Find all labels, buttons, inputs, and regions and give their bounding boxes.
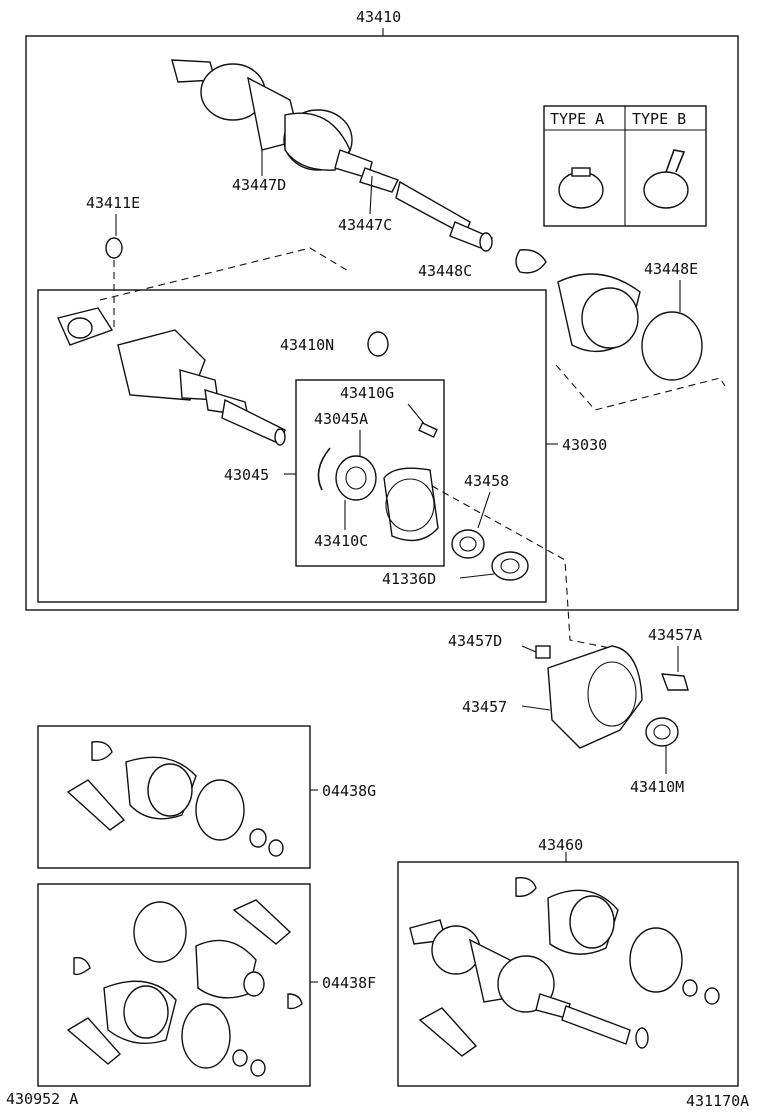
snap-ring-43045-icon (317, 447, 331, 491)
label-04438G: 04438G (322, 782, 376, 800)
kit-43460-parts (409, 877, 720, 1057)
pin-43410G-icon (418, 422, 438, 438)
kit-04438F-frame (37, 883, 311, 1087)
bearing-43045A-icon (335, 455, 377, 501)
bracket-43457-icon (547, 645, 643, 749)
label-43457D: 43457D (448, 632, 502, 650)
bolt-43457D-icon (535, 645, 551, 659)
label-43448E: 43448E (644, 260, 698, 278)
footer-right-code: 431170A (686, 1092, 749, 1110)
kit-04438G-parts (66, 741, 284, 857)
bolt-43457A-icon (660, 673, 689, 691)
type-a-header: TYPE A (550, 110, 604, 128)
outer-shaft-assembly (171, 59, 493, 252)
inner-boot-43448E (557, 273, 703, 381)
inner-joint-shaft (57, 307, 286, 446)
seal-43410M-icon (645, 717, 679, 747)
clamp-type-a-icon (558, 171, 604, 209)
bearing-bracket-icon (383, 467, 439, 542)
label-43447C: 43447C (338, 216, 392, 234)
label-43410N: 43410N (280, 336, 334, 354)
label-43457: 43457 (462, 698, 507, 716)
clamp-type-table: TYPE A TYPE B (543, 105, 707, 227)
label-43460: 43460 (538, 836, 583, 854)
label-43030: 43030 (562, 436, 607, 454)
snap-ring-43410N-icon (367, 331, 389, 357)
label-43457A: 43457A (648, 626, 702, 644)
label-43410G: 43410G (340, 384, 394, 402)
clamp-type-b-icon (643, 171, 689, 209)
bearing-group-frame (295, 379, 445, 567)
type-b-header: TYPE B (632, 110, 686, 128)
snap-ring-43411E-icon (105, 237, 123, 259)
clamp-43448C-icon (515, 249, 547, 274)
label-43410: 43410 (356, 8, 401, 26)
seal-41336D-icon (491, 551, 529, 581)
label-41336D: 41336D (382, 570, 436, 588)
kit-04438F-parts (66, 899, 303, 1077)
label-04438F: 04438F (322, 974, 376, 992)
kit-43460-frame (397, 861, 739, 1087)
label-43045: 43045 (224, 466, 269, 484)
label-43410M: 43410M (630, 778, 684, 796)
seal-43458-icon (451, 529, 485, 559)
label-43411E: 43411E (86, 194, 140, 212)
footer-left-code: 430952 A (6, 1090, 78, 1108)
label-43447D: 43447D (232, 176, 286, 194)
label-43410C: 43410C (314, 532, 368, 550)
label-43448C: 43448C (418, 262, 472, 280)
subassembly-43030-frame (37, 289, 547, 603)
label-43045A: 43045A (314, 410, 368, 428)
main-assembly-frame (25, 35, 739, 611)
label-43458: 43458 (464, 472, 509, 490)
kit-04438G-frame (37, 725, 311, 869)
